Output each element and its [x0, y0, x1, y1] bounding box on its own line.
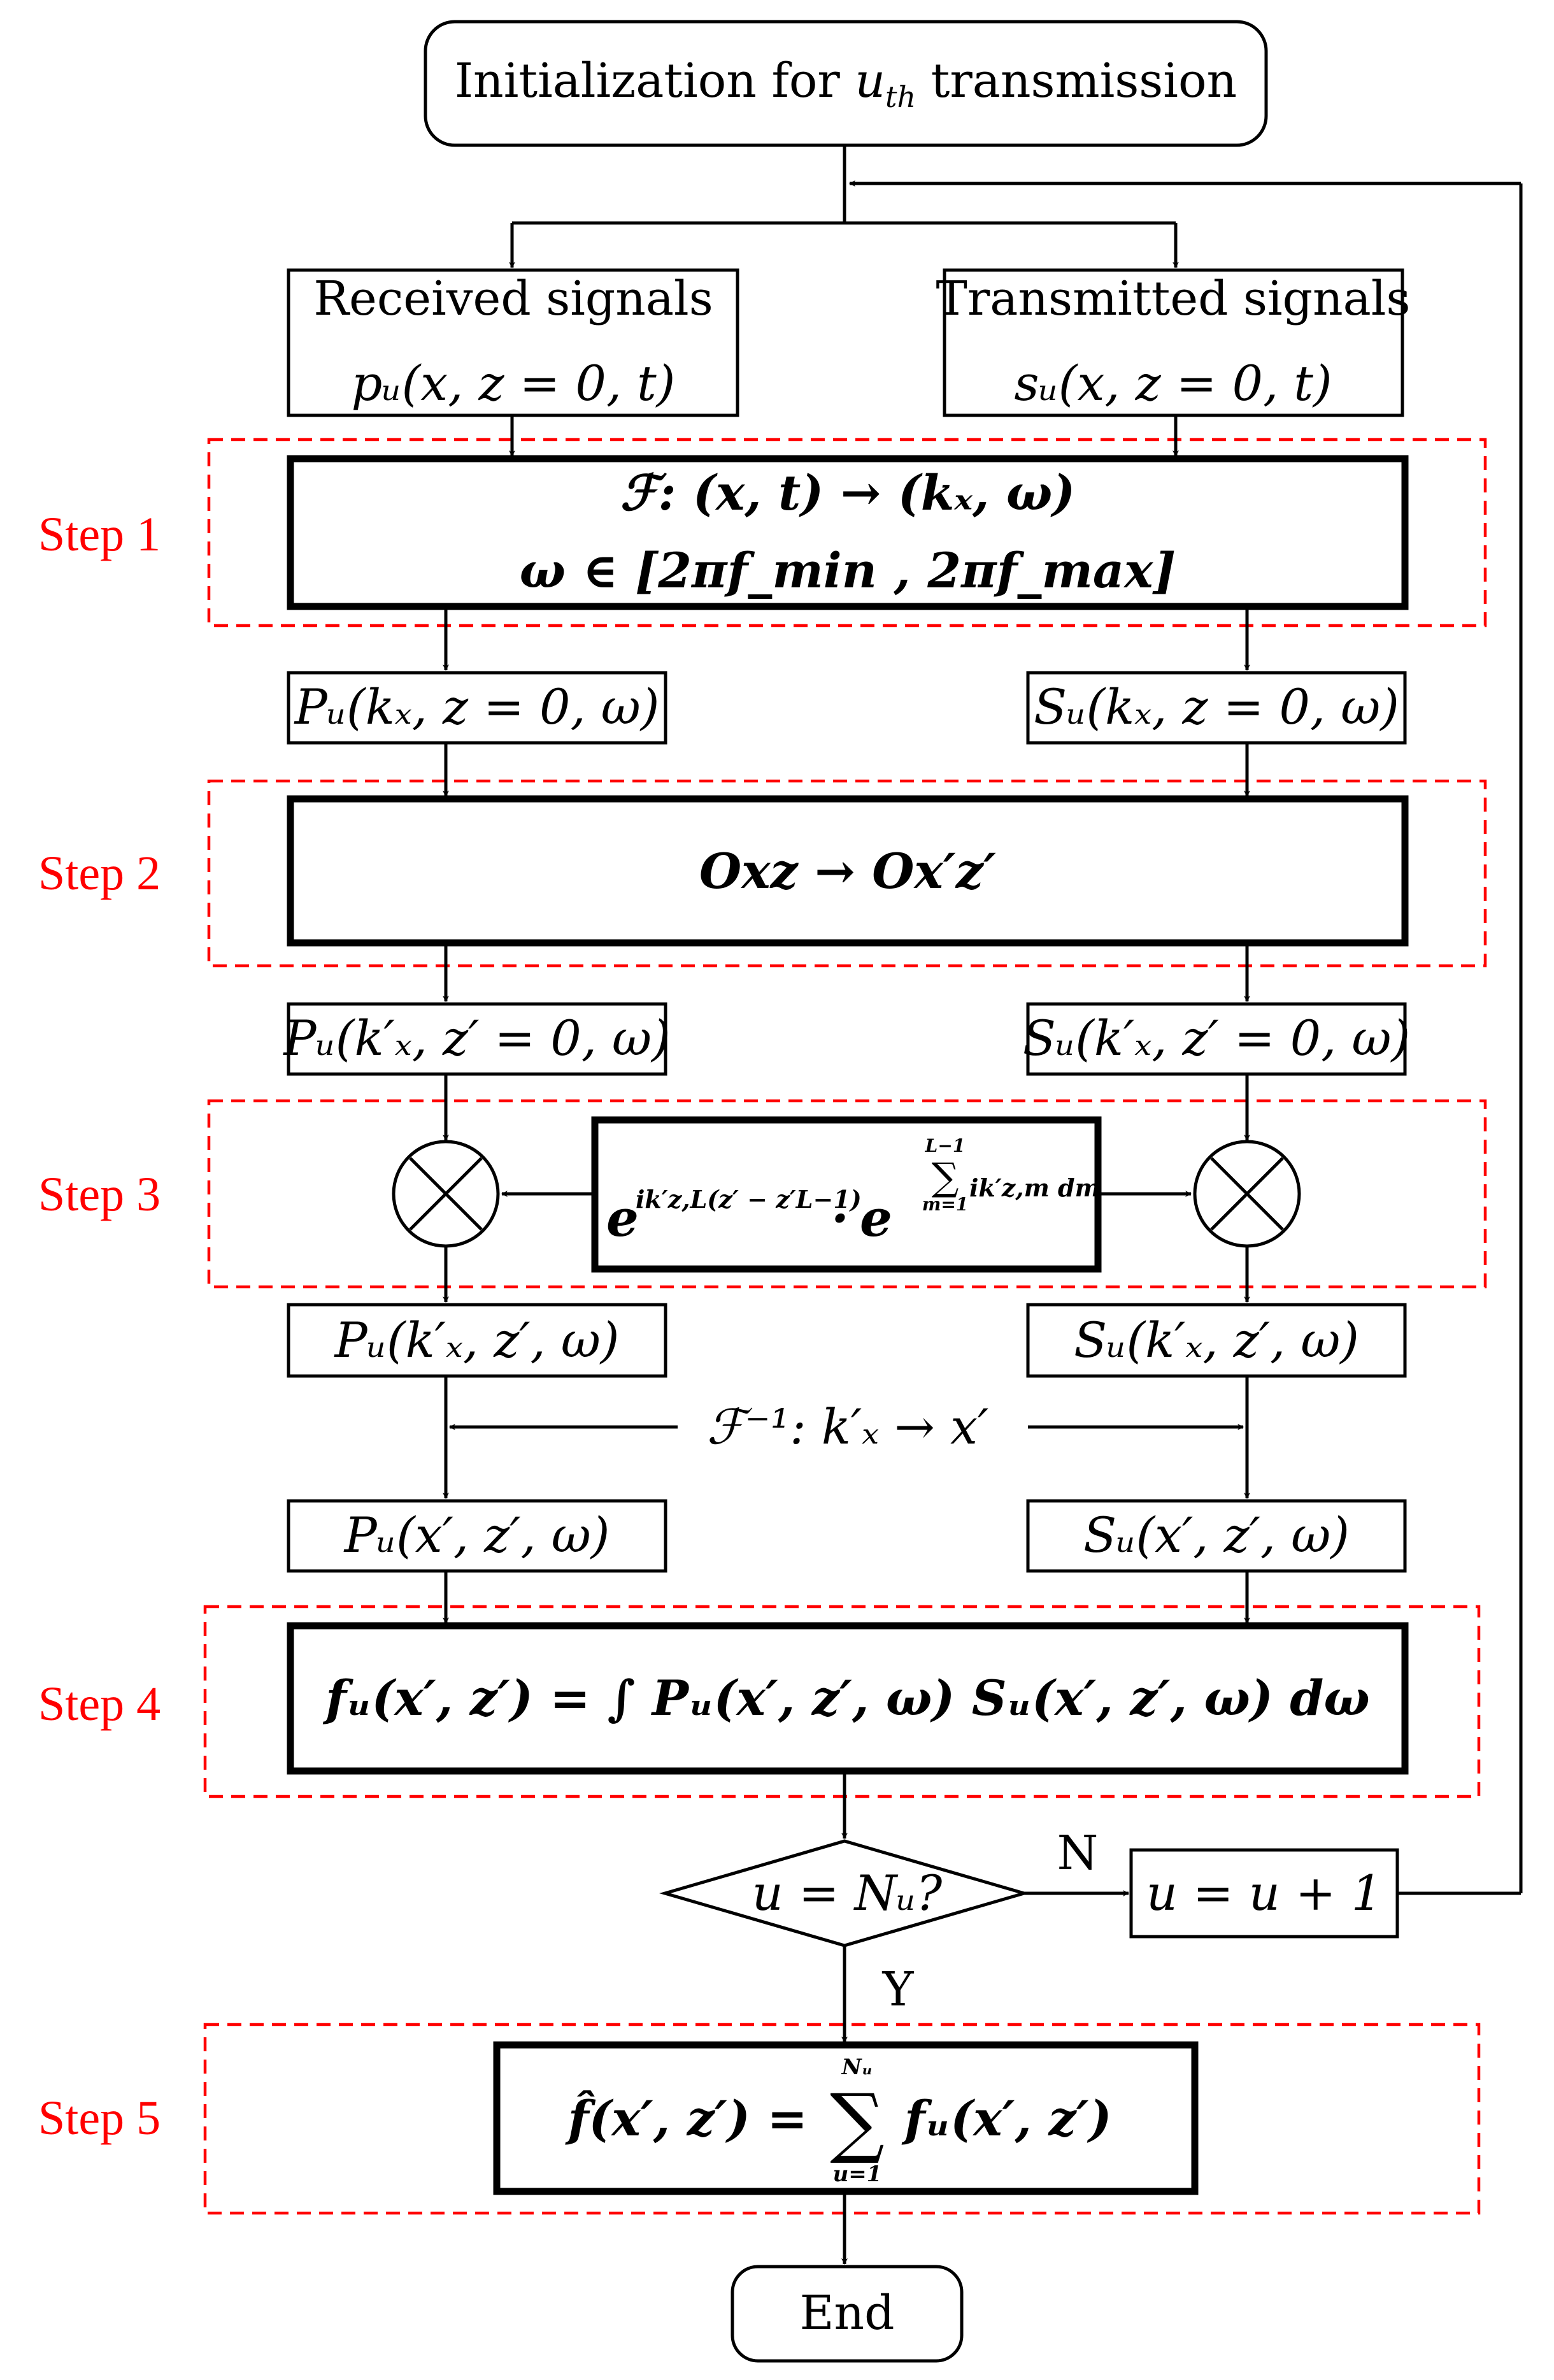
svg-text:e: e: [606, 1188, 639, 1248]
s-x-z-box: [1026, 1499, 1407, 1573]
decision-no-label: N: [1057, 1826, 1099, 1881]
multiply-right-node: [1193, 1140, 1301, 1248]
p-x-z-expr: Pᵤ(x′, z′, ω): [343, 1507, 610, 1563]
p-kx-prime-expr: Pᵤ(k′ₓ, z′ = 0, ω): [282, 1010, 670, 1066]
svg-text:∑: ∑: [830, 2078, 885, 2167]
summation-expr: f̂(x′, z′) = Nᵤ ∑ u=1 fᵤ(x′, z′): [565, 2054, 1112, 2187]
coordinate-rotation-box: [287, 795, 1409, 947]
decision-condition: u = Nᵤ?: [752, 1865, 943, 1921]
end-box: [731, 2265, 964, 2363]
step3-label: Step 3: [38, 1168, 160, 1221]
p-kx-expr: Pᵤ(kₓ, z = 0, ω): [294, 678, 660, 735]
s-kx-z-expr: Sᵤ(k′ₓ, z′, ω): [1074, 1312, 1359, 1368]
s-kx-box: [1026, 671, 1407, 745]
transmitted-signals-box: [943, 268, 1404, 417]
svg-text:fᵤ(x′, z′): fᵤ(x′, z′): [901, 2090, 1112, 2147]
step2-frame: [207, 779, 1487, 968]
increment-box: [1129, 1848, 1399, 1939]
fourier-transform-mapping: ℱ: (x, t) → (kₓ, ω): [620, 464, 1076, 521]
svg-text:ik′z,m dm: ik′z,m dm: [969, 1173, 1101, 1202]
svg-text:ik′z,L(z′ − z′L−1): ik′z,L(z′ − z′L−1): [636, 1185, 862, 1214]
imaging-condition-box: [287, 1622, 1409, 1775]
step1-frame: [207, 438, 1487, 627]
svg-text:e: e: [860, 1188, 892, 1248]
p-x-z-box: [287, 1499, 667, 1573]
transmitted-signals-title: Transmitted signals: [936, 271, 1411, 326]
s-kx-prime-expr: Sᵤ(k′ₓ, z′ = 0, ω): [1023, 1010, 1410, 1066]
received-signals-expr: pᵤ(x, z = 0, t): [352, 355, 676, 412]
step4-frame: [203, 1605, 1481, 1798]
step4-label: Step 4: [38, 1677, 160, 1731]
imaging-condition-expr: fᵤ(x′, z′) = ∫ Pᵤ(x′, z′, ω) Sᵤ(x′, z′, …: [322, 1670, 1370, 1726]
step2-label: Step 2: [38, 847, 160, 900]
step5-frame: [203, 2023, 1481, 2215]
svg-text:u=1: u=1: [833, 2161, 882, 2187]
s-kx-expr: Sᵤ(kₓ, z = 0, ω): [1034, 678, 1399, 735]
frequency-range: ω ∈ [2πf_min , 2πf_max]: [520, 542, 1176, 599]
svg-text:L−1: L−1: [925, 1135, 966, 1156]
p-kx-z-box: [287, 1303, 667, 1378]
s-kx-prime-box: [1026, 1002, 1407, 1076]
s-kx-z-box: [1026, 1303, 1407, 1378]
end-label: End: [799, 2286, 894, 2341]
p-kx-box: [287, 671, 667, 745]
inverse-fourier-transform-label: ℱ⁻¹: k′ₓ → x′: [707, 1398, 989, 1455]
fourier-transform-box: [287, 455, 1409, 610]
transmitted-signals-expr: sᵤ(x, z = 0, t): [1014, 355, 1332, 412]
step5-label: Step 5: [38, 2091, 160, 2145]
svg-text:·: ·: [831, 1188, 849, 1248]
svg-text:∑: ∑: [932, 1155, 959, 1200]
phase-shift-operator-expr: e ik′z,L(z′ − z′L−1) · e L−1 ∑ m=1 ik′z,…: [606, 1135, 1101, 1248]
p-kx-z-expr: Pᵤ(k′ₓ, z′, ω): [334, 1312, 620, 1368]
svg-text:f̂(x′, z′) =: f̂(x′, z′) =: [565, 2090, 808, 2147]
svg-text:Nᵤ: Nᵤ: [841, 2054, 873, 2080]
multiply-left-node: [392, 1140, 500, 1248]
coordinate-rotation-expr: Oxz → Ox′z′: [699, 843, 996, 900]
p-kx-prime-box: [287, 1002, 667, 1076]
received-signals-title: Received signals: [313, 271, 713, 326]
svg-text:m=1: m=1: [922, 1194, 969, 1215]
decision-yes-label: Y: [882, 1962, 915, 2017]
start-label: Initialization for uth transmission: [455, 54, 1237, 114]
s-x-z-expr: Sᵤ(x′, z′, ω): [1083, 1507, 1350, 1563]
step3-frame: [207, 1099, 1487, 1289]
increment-expr: u = u + 1: [1146, 1865, 1382, 1921]
step1-label: Step 1: [38, 508, 160, 561]
